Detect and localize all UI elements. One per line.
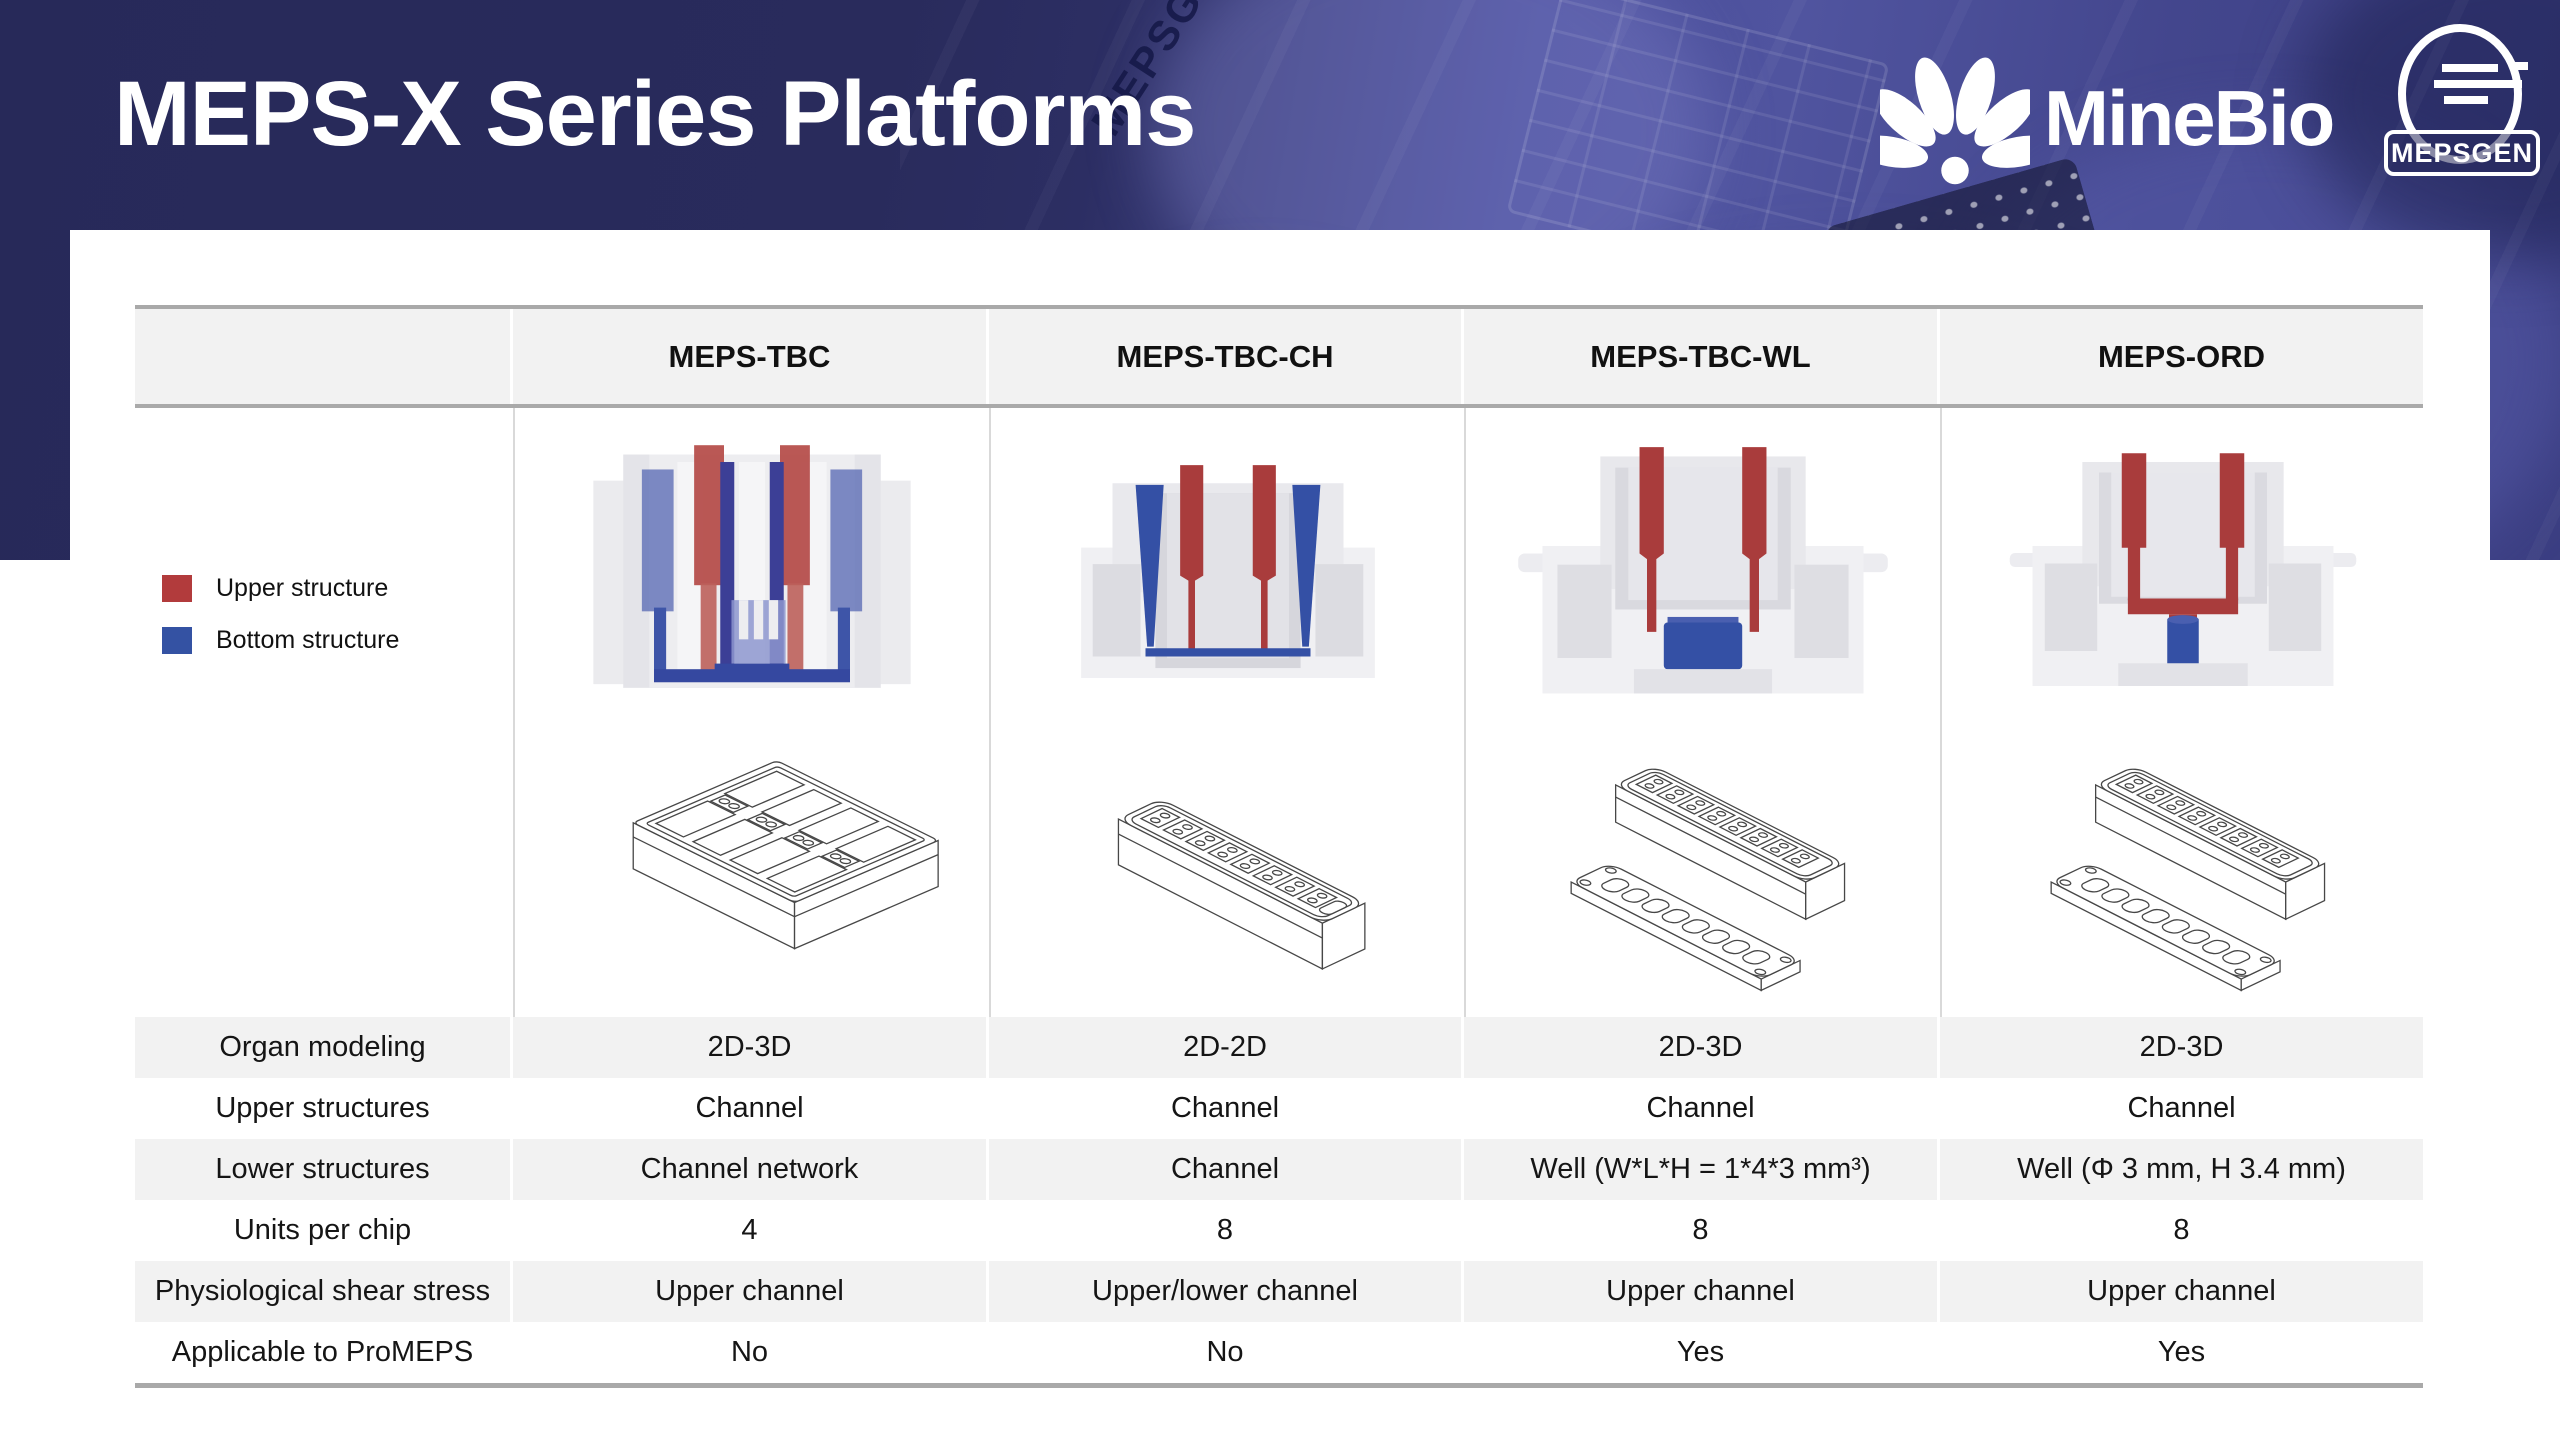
bottom-structure-color-swatch [162,627,192,654]
cell: Channel [513,1078,989,1139]
legend-item-upper-structure: Upper structure [162,574,388,603]
row-label: Upper structures [135,1078,513,1139]
cell: 2D-3D [1940,1017,2423,1078]
minebio-logo: MineBio [1880,48,2335,188]
table-row: Organ modeling 2D-3D 2D-2D 2D-3D 2D-3D [135,1017,2423,1078]
cell: Upper channel [1464,1261,1940,1322]
meps-ord-cross-section-image [2009,453,2356,686]
column-header-meps-tbc-wl: MEPS-TBC-WL [1464,309,1940,404]
cell: 8 [1940,1200,2423,1261]
cell: Channel network [513,1139,989,1200]
column-header-meps-ord: MEPS-ORD [1940,309,2423,404]
upper-structure-color-swatch [162,575,192,602]
meps-tbc-ch-chip-drawing [1061,734,1394,1009]
table-row: Units per chip 4 8 8 8 [135,1200,2423,1261]
cell: Channel [989,1139,1464,1200]
meps-tbc-wl-cross-section-image [1518,447,1888,694]
cell: No [989,1322,1464,1383]
cell: Upper channel [513,1261,989,1322]
column-header-meps-tbc: MEPS-TBC [513,309,989,404]
cell: 4 [513,1200,989,1261]
cell: Well (W*L*H = 1*4*3 mm³) [1464,1139,1940,1200]
meps-ord-exploded-drawing [2013,734,2353,1009]
mepsgen-logo: MEPSGEN [2384,22,2540,192]
legend-label: Upper structure [216,574,389,602]
illustration-row: Upper structure Bottom structure [135,408,2423,1017]
cell: Channel [1940,1078,2423,1139]
minebio-logo-text: MineBio [2044,73,2335,162]
row-label: Organ modeling [135,1017,513,1078]
cell: Channel [1464,1078,1940,1139]
row-label: Lower structures [135,1139,513,1200]
table-row: Lower structures Channel network Channel… [135,1139,2423,1200]
cell: Upper channel [1940,1261,2423,1322]
legend-label: Bottom structure [216,626,400,654]
cell: No [513,1322,989,1383]
table-row: Applicable to ProMEPS No No Yes Yes [135,1322,2423,1383]
cell: 2D-3D [1464,1017,1940,1078]
cell: Yes [1940,1322,2423,1383]
cell: Well (Φ 3 mm, H 3.4 mm) [1940,1139,2423,1200]
row-label: Physiological shear stress [135,1261,513,1322]
header-empty-cell [135,309,513,404]
table-row: Upper structures Channel Channel Channel… [135,1078,2423,1139]
meps-tbc-illustrations [513,408,989,1017]
minebio-flower-icon [1880,57,2030,185]
cell: 8 [989,1200,1464,1261]
column-header-meps-tbc-ch: MEPS-TBC-CH [989,309,1464,404]
cell: 2D-2D [989,1017,1464,1078]
meps-tbc-cross-section-image [593,445,911,688]
cell: 8 [1464,1200,1940,1261]
meps-ord-illustrations [1940,408,2423,1017]
legend: Upper structure Bottom structure [135,408,513,1017]
cell: Upper/lower channel [989,1261,1464,1322]
legend-item-bottom-structure: Bottom structure [162,626,399,655]
table-row: Physiological shear stress Upper channel… [135,1261,2423,1322]
mepsgen-logo-text: MEPSGEN [2384,130,2540,176]
content-panel: MEPS-TBC MEPS-TBC-CH MEPS-TBC-WL MEPS-OR… [70,230,2490,1440]
page-title: MEPS-X Series Platforms [114,63,1196,165]
row-label: Applicable to ProMEPS [135,1322,513,1383]
cell: Yes [1464,1322,1940,1383]
cell: Channel [989,1078,1464,1139]
cell: 2D-3D [513,1017,989,1078]
meps-tbc-wl-illustrations [1464,408,1940,1017]
meps-tbc-chip-drawing [557,734,947,1009]
meps-tbc-ch-illustrations [989,408,1464,1017]
row-label: Units per chip [135,1200,513,1261]
meps-tbc-ch-cross-section-image [1080,465,1375,678]
table-header-row: MEPS-TBC MEPS-TBC-CH MEPS-TBC-WL MEPS-OR… [135,309,2423,408]
meps-tbc-wl-exploded-drawing [1533,734,1873,1009]
platform-comparison-table: MEPS-TBC MEPS-TBC-CH MEPS-TBC-WL MEPS-OR… [135,305,2423,1388]
